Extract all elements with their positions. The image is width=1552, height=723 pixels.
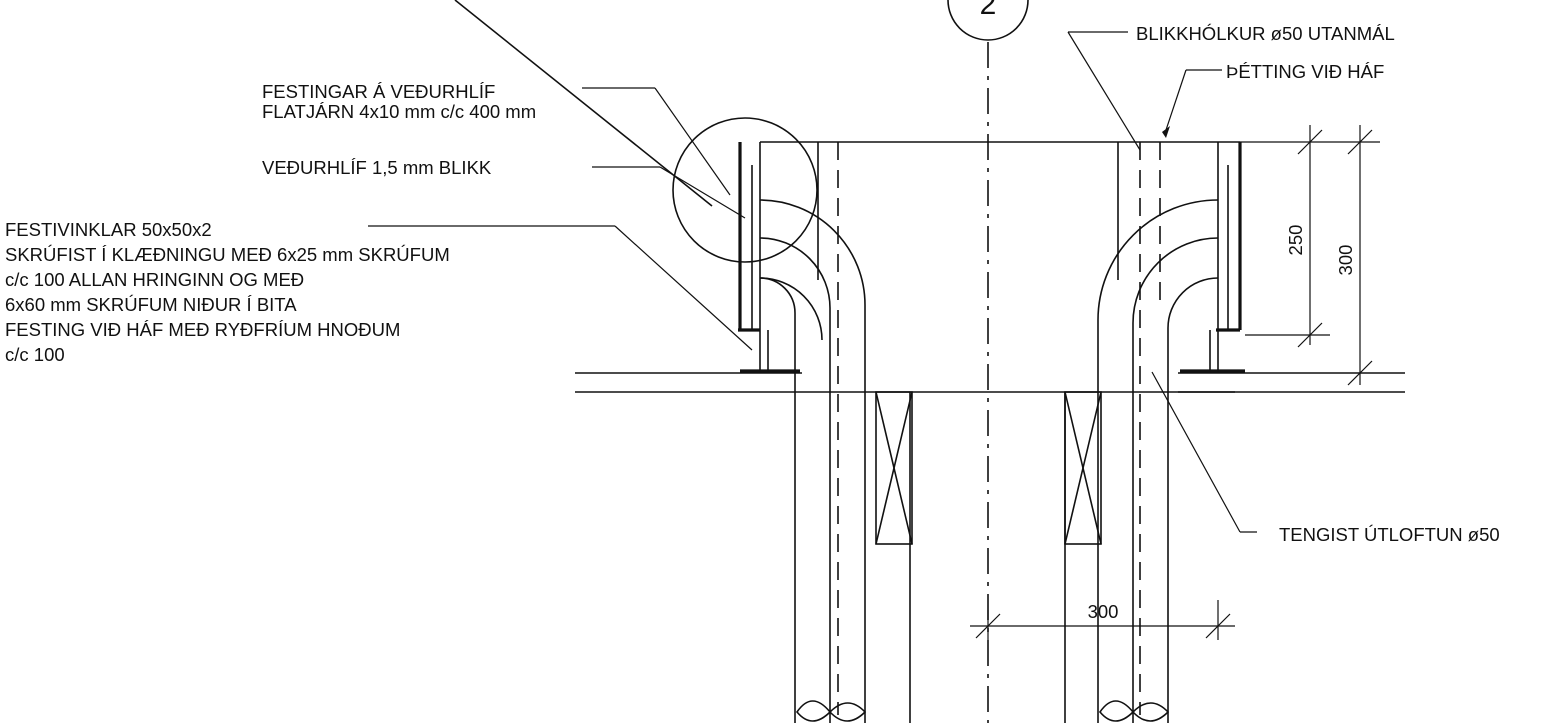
roof-lines [575,369,1405,393]
weather-hood-left [738,142,769,372]
note-festivinklar-5: FESTING VIÐ HÁF MEÐ RYÐFRÍUM HNOÐUM [5,319,400,340]
pipe-left [759,199,866,723]
dim-250-label: 250 [1285,225,1306,256]
dim-300-vertical-label: 300 [1335,245,1356,276]
note-festivinklar-3: c/c 100 ALLAN HRINGINN OG MEÐ [5,269,304,290]
dimension-horizontal [970,600,1235,640]
dimension-vertical [1240,125,1380,386]
note-festivinklar-4: 6x60 mm SKRÚFUM NIÐUR Í BITA [5,294,297,315]
beam-left [875,391,913,545]
notes: FESTINGAR Á VEÐURHLÍF FLATJÁRN 4x10 mm c… [5,23,1500,545]
beam-right [1064,391,1102,545]
detail-marker-circle [947,0,1029,41]
note-festingar-1: FESTINGAR Á VEÐURHLÍF [262,81,495,102]
detail-marker: 2 [947,0,1029,41]
note-festivinklar-6: c/c 100 [5,344,65,365]
shaft-walls [817,142,1119,723]
weather-hood-right [1209,142,1242,372]
dim-300-horizontal-label: 300 [1088,601,1119,622]
detail-circle [672,117,818,263]
detail-marker-number: 2 [980,0,997,21]
leader-lines [368,31,1257,533]
leader-top [454,0,713,207]
hidden-lines [837,142,1161,715]
note-thetting: ÞÉTTING VIÐ HÁF [1226,61,1384,82]
note-festivinklar-2: SKRÚFIST Í KLÆÐNINGU MEÐ 6x25 mm SKRÚFUM [5,244,450,265]
note-festivinklar-1: FESTIVINKLAR 50x50x2 [5,219,212,240]
pipe-right [1097,199,1219,723]
note-tengist: TENGIST ÚTLOFTUN ø50 [1279,524,1500,545]
note-festingar-2: FLATJÁRN 4x10 mm c/c 400 mm [262,101,536,122]
pipe-break-ends [795,700,1170,722]
note-vedurhlif: VEÐURHLÍF 1,5 mm BLIKK [262,157,492,178]
note-blikkholkur: BLIKKHÓLKUR ø50 UTANMÁL [1136,23,1395,44]
